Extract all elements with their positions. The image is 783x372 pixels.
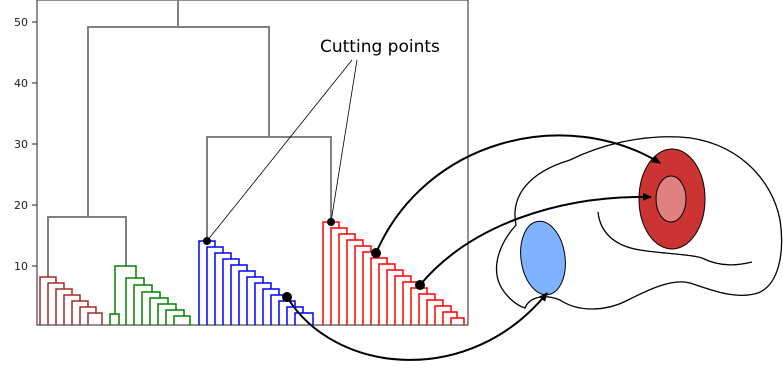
region-blue — [520, 220, 566, 296]
cluster-blue — [198, 240, 314, 325]
y-tick-label-10: 10 — [14, 260, 28, 273]
y-tick-label-30: 30 — [14, 138, 28, 151]
region-red-inner — [655, 175, 687, 223]
y-tick-label-20: 20 — [14, 199, 28, 212]
y-tick-30: 30 — [14, 138, 37, 151]
y-tick-label-40: 40 — [14, 77, 28, 90]
link-blue-red — [206, 136, 332, 241]
cut-point-blue — [203, 237, 211, 245]
y-tick-20: 20 — [14, 199, 37, 212]
cluster-green — [109, 265, 191, 325]
y-tick-40: 40 — [14, 77, 37, 90]
y-tick-50: 50 — [14, 16, 37, 29]
cutting-points-annotation: Cutting points — [203, 37, 440, 245]
brain-regions — [520, 148, 706, 296]
brain-outline-icon — [495, 136, 783, 310]
y-tick-10: 10 — [14, 260, 37, 273]
cut-point-red — [327, 218, 335, 226]
mapping-arrows — [282, 134, 661, 361]
link-left-right — [87, 26, 270, 217]
plot-frame — [36, 0, 469, 326]
cutting-points-label: Cutting points — [320, 37, 440, 57]
brain-sulcus — [597, 211, 753, 266]
cluster-red — [322, 221, 465, 325]
y-axis: 10 20 30 40 50 — [14, 16, 37, 273]
arrow-to-blue — [286, 292, 548, 361]
arrow-to-red-outer — [375, 134, 661, 254]
arrow-to-red-inner — [419, 192, 652, 286]
y-tick-label-50: 50 — [14, 16, 28, 29]
dendrogram-plot: 10 20 30 40 50 — [14, 0, 469, 326]
cluster-maroon — [39, 276, 103, 325]
upper-links — [47, 0, 332, 277]
